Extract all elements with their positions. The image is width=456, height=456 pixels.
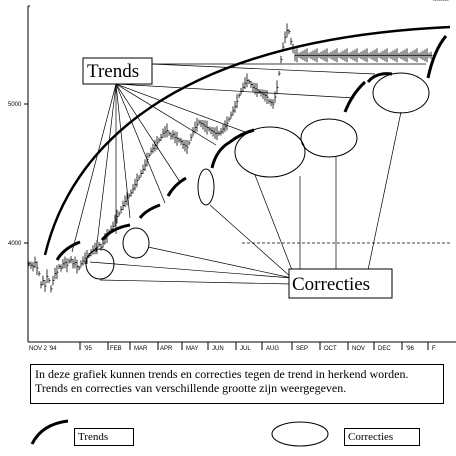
trend-arc bbox=[366, 72, 393, 83]
x-tick-label: JUL bbox=[240, 346, 251, 352]
leader-line bbox=[115, 83, 246, 133]
leader-line bbox=[71, 83, 117, 253]
legend-arc-icon bbox=[30, 419, 69, 445]
leader-line bbox=[209, 204, 293, 279]
correction-ellipse bbox=[300, 118, 358, 158]
caption-line-2: Trends en correcties van verschillende g… bbox=[35, 381, 347, 395]
leader-line bbox=[115, 83, 131, 219]
correcties-callout-box bbox=[288, 268, 393, 299]
caption-line-1: In deze grafiek kunnen trends en correct… bbox=[35, 367, 409, 381]
x-tick-label: FEB bbox=[110, 346, 122, 352]
legend-correcties-label: Correcties bbox=[348, 431, 394, 443]
x-tick-label: NOV 2 '94 bbox=[29, 346, 57, 352]
x-tick-label: '96 bbox=[406, 346, 414, 352]
x-tick-label: JUN bbox=[212, 346, 224, 352]
legend-correcties-box: Correcties bbox=[344, 428, 420, 446]
x-tick-label: MAY bbox=[186, 346, 199, 352]
leader-line bbox=[115, 83, 355, 99]
leader-line bbox=[115, 83, 217, 146]
trend-arc bbox=[100, 223, 131, 241]
legend-correction-ellipse bbox=[271, 421, 329, 447]
x-ticks bbox=[79, 342, 429, 350]
y-tick-label-4000: 4000 bbox=[8, 241, 22, 247]
caption-box: In deze grafiek kunnen trends en correct… bbox=[30, 364, 444, 404]
x-tick-label: SEP bbox=[296, 346, 308, 352]
price-series bbox=[28, 0, 449, 293]
leader-line bbox=[147, 246, 293, 279]
leader-line bbox=[367, 111, 402, 271]
x-tick-label: APR bbox=[160, 346, 173, 352]
legend-trends-label: Trends bbox=[78, 431, 109, 443]
x-tick-label: F bbox=[432, 346, 436, 352]
correction-ellipse bbox=[197, 168, 215, 206]
leader-line bbox=[115, 83, 166, 204]
trends-leaders bbox=[71, 63, 426, 253]
trend-arc bbox=[210, 140, 231, 169]
correction-ellipses bbox=[85, 72, 430, 280]
trend-arc-long bbox=[43, 25, 451, 256]
x-tick-label: MAR bbox=[134, 346, 148, 352]
x-tick-label: AUG bbox=[266, 346, 279, 352]
x-tick-label: OCT bbox=[324, 346, 337, 352]
x-tick-label: '95 bbox=[84, 346, 92, 352]
leader-line bbox=[89, 261, 293, 279]
trend-arc bbox=[229, 128, 255, 144]
trends-callout-box bbox=[82, 57, 153, 85]
x-tick-label: DEC bbox=[378, 346, 391, 352]
legend-trends-box: Trends bbox=[74, 428, 134, 446]
leader-line bbox=[254, 174, 293, 271]
leader-line bbox=[151, 63, 376, 75]
correction-ellipse bbox=[372, 72, 430, 114]
chart-canvas: 5000 4000 NOV 2 '94 '95 FEB MAR APR MAY … bbox=[8, 0, 456, 352]
y-tick-label-5000: 5000 bbox=[8, 102, 22, 108]
correction-ellipse bbox=[122, 227, 150, 259]
correcties-callout-label: Correcties bbox=[292, 274, 370, 295]
leader-line bbox=[115, 83, 181, 183]
x-tick-label: NOV bbox=[352, 346, 365, 352]
trend-arc bbox=[343, 80, 367, 113]
leader-line bbox=[99, 279, 293, 285]
trend-arc bbox=[166, 176, 187, 197]
leader-line bbox=[95, 83, 117, 253]
trend-arc bbox=[138, 203, 161, 219]
correcties-leaders bbox=[89, 111, 402, 285]
trend-arc bbox=[426, 35, 448, 79]
legend-ellipse-icon bbox=[271, 421, 329, 447]
legend-trend-arc bbox=[30, 419, 69, 445]
trends-callout-label: Trends bbox=[87, 61, 139, 82]
trend-arc bbox=[55, 240, 81, 261]
correction-ellipse bbox=[85, 248, 115, 280]
correction-ellipse bbox=[234, 126, 306, 178]
